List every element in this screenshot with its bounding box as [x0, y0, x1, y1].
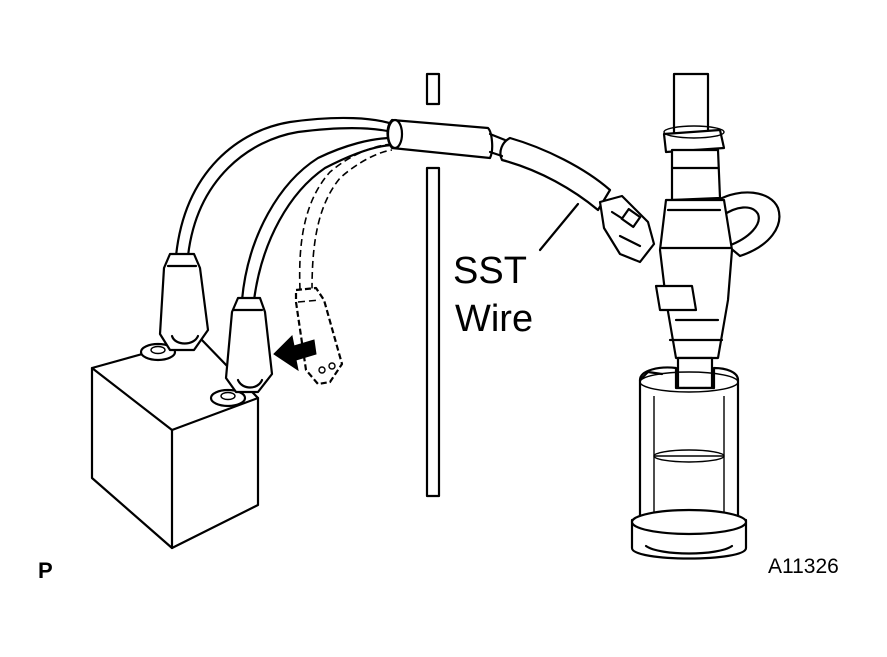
sst-harness: [386, 118, 612, 212]
sst-leader-line: [538, 202, 580, 252]
battery-terminal-positive: [139, 342, 177, 362]
sst-connector: [598, 194, 656, 264]
section-mark: P: [38, 558, 53, 583]
center-pole: [425, 72, 441, 498]
battery-terminal-negative: [209, 388, 247, 408]
figure-id: A11326: [768, 555, 839, 578]
disconnected-clip: [294, 286, 344, 386]
wire-label: Wire: [455, 298, 534, 340]
sst-label: SST: [453, 250, 527, 292]
connect-arrow-icon: [273, 334, 317, 372]
measuring-beaker: [630, 366, 748, 560]
battery-lead-wires: [174, 116, 394, 302]
middle-clip: [224, 296, 274, 394]
left-clip: [158, 252, 210, 352]
battery: [90, 336, 260, 550]
injector-assembly: [654, 72, 781, 502]
